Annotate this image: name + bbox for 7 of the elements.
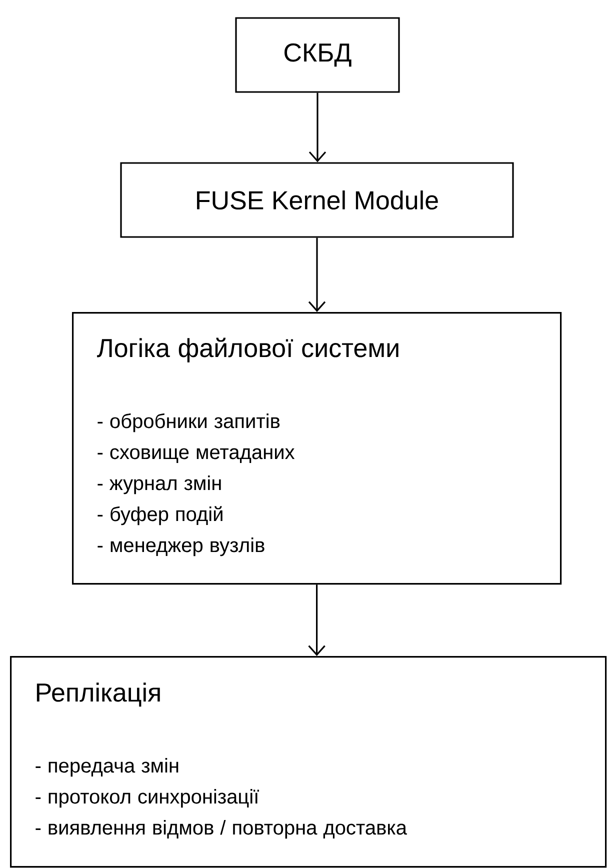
- process-box: Логіка файлової системи - обробники запитів - сховище метаданих - журнал змін - буфер подій - менеджер вузлів: [72, 312, 562, 585]
- arrow: [308, 92, 326, 162]
- process-box: FUSE Kernel Module: [120, 162, 514, 238]
- arrow: [308, 584, 326, 656]
- process-box: СКБД: [235, 17, 400, 93]
- process-box: Реплікація - передача змін - протокол синхронізації - виявлення відмов / повторна доставка: [10, 656, 607, 868]
- arrow: [308, 238, 326, 312]
